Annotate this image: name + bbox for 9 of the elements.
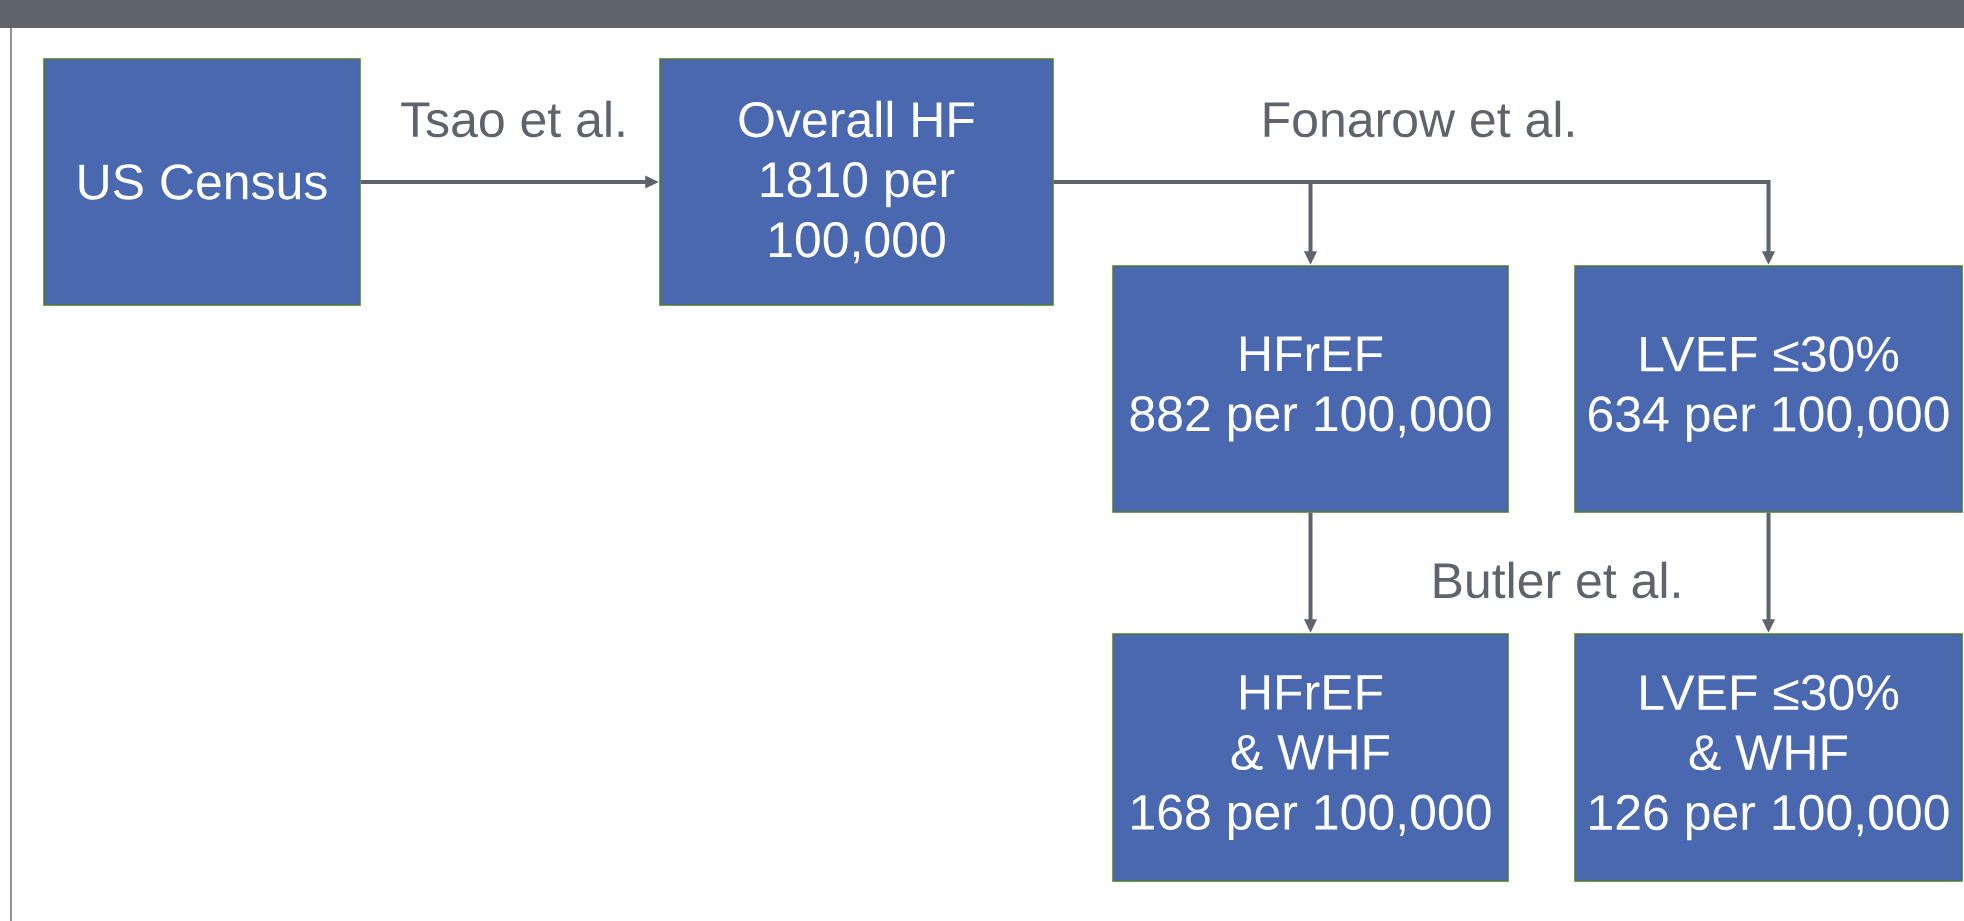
process-box: LVEF ≤30% & WHF 126 per 100,000 [1574, 633, 1963, 882]
process-box: Overall HF 1810 per 100,000 [659, 58, 1054, 306]
process-box: LVEF ≤30% 634 per 100,000 [1574, 265, 1963, 513]
process-box: HFrEF 882 per 100,000 [1112, 265, 1509, 513]
edge-label: Butler et al. [1434, 561, 1679, 599]
process-box: HFrEF & WHF 168 per 100,000 [1112, 633, 1509, 882]
edge-label: Tsao et al. [401, 100, 624, 138]
process-box: US Census [43, 58, 361, 306]
edge-label: Fonarow et al. [1264, 100, 1573, 138]
